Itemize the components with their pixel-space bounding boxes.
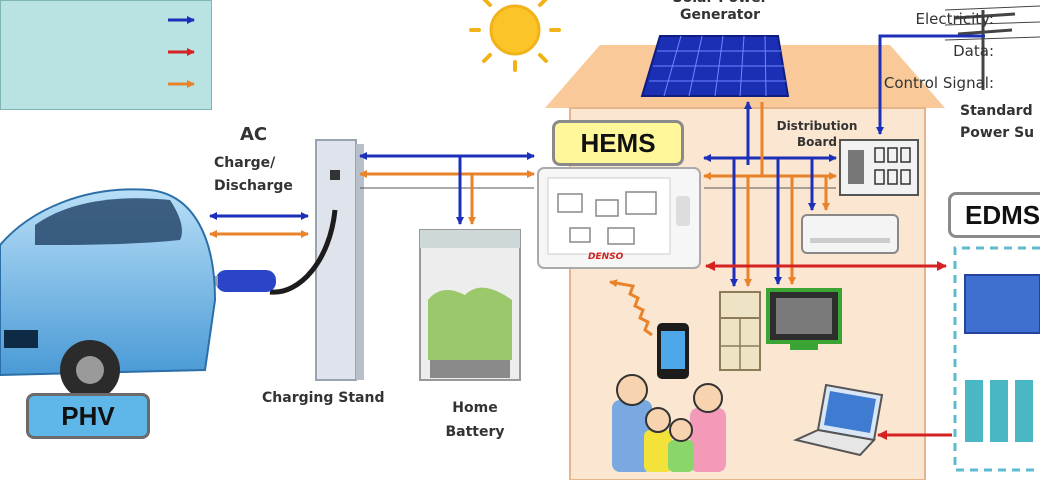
denso-brand-label: DENSO (588, 252, 624, 262)
home-battery-label: Home Battery (445, 400, 505, 440)
charging-stand-label: Charging Stand (262, 390, 385, 406)
charging-stand-icon (198, 139, 364, 381)
legend-electricity-label: Electricity: (915, 10, 994, 28)
edms-boundary (953, 246, 1040, 472)
family-illustration (612, 374, 726, 472)
tv-icon (766, 288, 842, 350)
charge-discharge-label: Charge/ Discharge (214, 155, 293, 194)
phv-car-icon (0, 188, 217, 400)
solar-panel-icon (640, 35, 790, 97)
refrigerator-icon (719, 291, 761, 371)
legend-control-label: Control Signal: (883, 74, 994, 92)
laptop-icon (792, 383, 884, 457)
solar-generator-label: Solar Power Generator (673, 0, 768, 23)
sun-icon (469, 0, 561, 72)
legend-arrow-overlay (168, 16, 195, 88)
legend-data-label: Data: (953, 42, 994, 60)
ac-label: AC (240, 124, 268, 145)
phv-badge: PHV (26, 393, 150, 439)
power-pole-icon (944, 5, 1040, 90)
standard-power-supply-label: Standard Power Su (960, 103, 1035, 141)
hems-monitor-icon (537, 167, 701, 269)
edms-server-icons (964, 274, 1040, 442)
smartphone-icon (657, 323, 689, 379)
home-battery-icon (419, 229, 521, 381)
distribution-board-icon (839, 139, 919, 196)
distribution-board-label: Distribution Board (776, 119, 858, 149)
air-conditioner-icon (801, 214, 899, 254)
wireless-signal (609, 279, 653, 337)
hems-badge: HEMS (552, 120, 684, 166)
edms-badge: EDMS (948, 192, 1040, 238)
legend-box (0, 0, 212, 110)
